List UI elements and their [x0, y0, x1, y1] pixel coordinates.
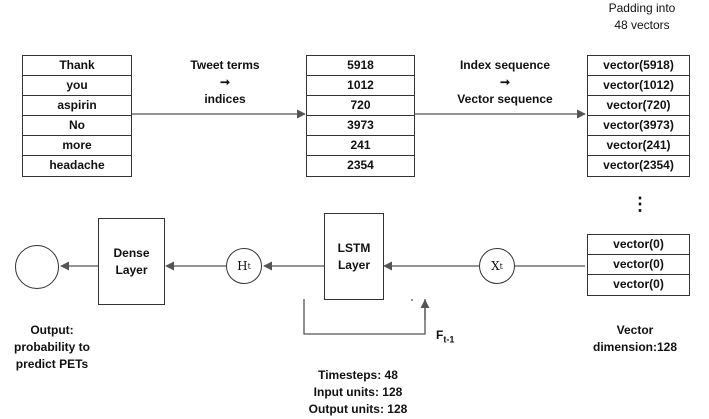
tweet-terms-table: Thank you aspirin No more headache: [22, 55, 132, 177]
f-subscript: t-1: [443, 334, 455, 345]
xt-symbol: X: [491, 259, 500, 273]
padding-label: Padding into 48 vectors: [592, 0, 692, 34]
padding-label-line: 48 vectors: [614, 18, 670, 32]
lstm-param-line: Timesteps: 48: [318, 368, 398, 382]
index-cell: 241: [307, 136, 414, 156]
dense-layer-box: Dense Layer: [98, 218, 165, 305]
vector-cell: vector(3973): [588, 116, 689, 136]
vector-dimension-line: Vector: [616, 323, 654, 337]
padding-vector-cell: vector(0): [588, 235, 689, 255]
vertical-ellipsis-icon: ⋮: [631, 194, 649, 214]
vector-cell: vector(1012): [588, 76, 689, 96]
step-label-line: Vector sequence: [457, 92, 553, 106]
vector-cell: vector(720): [588, 96, 689, 116]
output-node: [15, 245, 59, 289]
tweet-term-cell: aspirin: [23, 96, 131, 116]
lstm-layer-box: LSTM Layer: [324, 213, 384, 300]
tweet-term-cell: more: [23, 136, 131, 156]
lstm-param-line: Input units: 128: [313, 385, 403, 399]
tweet-term-cell: Thank: [23, 56, 131, 76]
index-cell: 3973: [307, 116, 414, 136]
arrow-right-icon: ➞: [499, 75, 511, 89]
output-label-line: probability to: [14, 340, 90, 354]
dense-label-line: Layer: [115, 262, 148, 277]
tweet-term-cell: you: [23, 76, 131, 96]
f-symbol: F: [436, 328, 444, 342]
vector-dimension-label: Vector dimension:128: [570, 322, 700, 356]
vector-cell: vector(241): [588, 136, 689, 156]
step-terms-to-indices-label: Tweet terms ➞ indices: [170, 57, 280, 108]
padding-vector-cell: vector(0): [613, 277, 664, 291]
index-cell: 5918: [307, 56, 414, 76]
lstm-params-label: Timesteps: 48 Input units: 128 Output un…: [298, 367, 418, 418]
index-cell: 2354: [347, 158, 374, 172]
vectors-table: vector(5918) vector(1012) vector(720) ve…: [587, 55, 690, 177]
vector-cell: vector(2354): [603, 158, 674, 172]
xt-subscript: t: [499, 261, 503, 271]
tweet-term-cell: No: [23, 116, 131, 136]
output-label: Output: probability to predict PETs: [0, 322, 104, 373]
padding-vectors-table: vector(0) vector(0) vector(0): [587, 234, 690, 296]
vector-dimension-line: dimension:128: [592, 340, 678, 354]
step-label-line: indices: [204, 92, 246, 106]
padding-label-line: Padding into: [608, 1, 676, 15]
index-cell: 720: [307, 96, 414, 116]
ht-subscript: t: [247, 261, 251, 271]
recurrent-loop: [303, 299, 426, 335]
step-label-line: Tweet terms: [190, 58, 260, 72]
arrow-right-icon: ➞: [219, 75, 231, 89]
lstm-label-line: LSTM: [337, 240, 371, 255]
padding-vector-cell: vector(0): [588, 255, 689, 275]
lstm-param-line: Output units: 128: [308, 402, 408, 416]
vector-cell: vector(5918): [588, 56, 689, 76]
output-label-line: predict PETs: [15, 357, 89, 371]
step-index-to-vector-label: Index sequence ➞ Vector sequence: [440, 57, 570, 108]
forget-state-label: Ft-1: [436, 327, 476, 348]
indices-table: 5918 1012 720 3973 241 2354: [306, 55, 415, 177]
dense-label-line: Dense: [113, 245, 150, 260]
index-cell: 1012: [307, 76, 414, 96]
step-label-line: Index sequence: [459, 58, 551, 72]
lstm-label-line: Layer: [337, 257, 370, 272]
ht-symbol: H: [237, 259, 248, 273]
tweet-term-cell: headache: [49, 158, 105, 172]
output-label-line: Output:: [30, 323, 74, 337]
